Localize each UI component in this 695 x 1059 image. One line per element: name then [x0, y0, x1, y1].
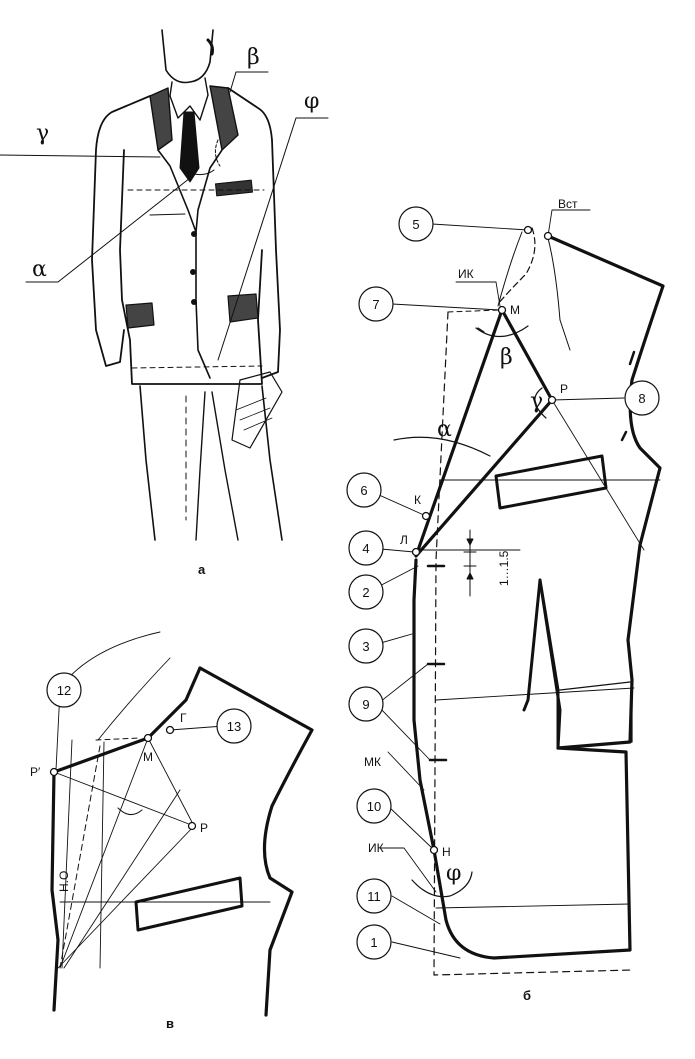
panel-v-callout-numbers: 12 13 [57, 683, 241, 734]
callout-6: 6 [360, 483, 367, 498]
panel-a-letter: а [198, 562, 206, 577]
panel-b-gamma-label: γ [530, 389, 543, 414]
point-label-no: Н.О [57, 871, 71, 892]
point-label-l: Л [400, 533, 408, 547]
panel-a-phi-label: φ [304, 89, 319, 114]
callout-13: 13 [227, 719, 241, 734]
point-label-p-v: Р [200, 821, 208, 835]
panel-b-points [411, 225, 557, 855]
panel-v-callout-circles [46, 672, 252, 744]
callout-9: 9 [362, 697, 369, 712]
measure-label: 1…1.5 [497, 550, 511, 586]
point-label-k: К [414, 493, 421, 507]
panel-b-phi-label: φ [446, 861, 461, 886]
panel-b-beta-label: β [500, 345, 513, 370]
callout-11: 11 [367, 889, 381, 904]
panel-a-alpha-label: α [32, 257, 47, 282]
panel-a-beta-label: β [247, 45, 260, 70]
callout-3: 3 [362, 639, 369, 654]
panel-b-alpha-label: α [437, 417, 452, 442]
panel-b-callout-circles [346, 206, 660, 960]
panel-b-front-pattern [367, 209, 665, 976]
point-label-mk: МК [364, 755, 381, 769]
point-label-m: М [510, 303, 520, 317]
callout-2: 2 [362, 585, 369, 600]
panel-v-letter: в [166, 1016, 174, 1031]
callout-7: 7 [372, 297, 379, 312]
point-label-p: Р [560, 382, 568, 396]
callout-1: 1 [370, 935, 377, 950]
callout-5: 5 [412, 217, 419, 232]
panel-v-lapel-detail [50, 631, 314, 1017]
point-label-ik-bottom: ИК [368, 841, 384, 855]
point-label-bst: Вст [558, 197, 578, 211]
point-label-g: Г [180, 711, 187, 725]
panel-a-jacket-illustration [0, 29, 329, 541]
callout-8: 8 [638, 391, 645, 406]
panel-b-callout-numbers: 5 7 8 6 4 2 3 9 10 11 1 [360, 217, 645, 950]
panel-a-gamma-label: γ [36, 121, 49, 146]
callout-12: 12 [57, 683, 71, 698]
callout-10: 10 [367, 799, 381, 814]
point-label-m-v: М [143, 750, 153, 764]
point-label-p-prime: Р′ [30, 765, 41, 779]
point-label-ik-top: ИК [458, 267, 474, 281]
point-label-n: Н [442, 845, 451, 859]
callout-4: 4 [362, 541, 369, 556]
panel-b-letter: б [523, 988, 531, 1003]
panel-v-points [49, 725, 197, 831]
